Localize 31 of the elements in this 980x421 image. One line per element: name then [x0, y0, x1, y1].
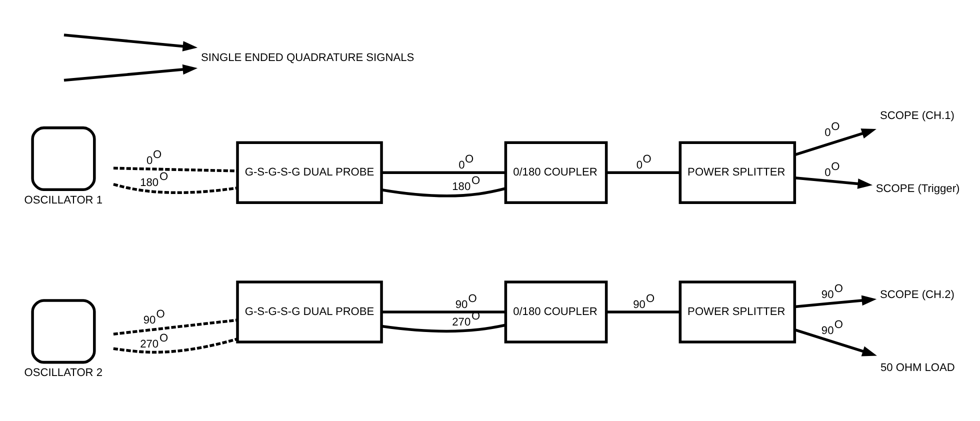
- node-label: OSCILLATOR 2: [24, 367, 103, 380]
- arrow: [794, 328, 877, 356]
- node-text: 50 OHM LOAD: [880, 362, 955, 374]
- node-label: OSCILLATOR 1: [24, 194, 103, 207]
- connector: [382, 187, 506, 198]
- node-text: SCOPE (Trigger): [876, 183, 960, 196]
- connector: [606, 171, 680, 174]
- connector: [113, 166, 238, 172]
- connector: [382, 171, 506, 174]
- arrow: [64, 64, 198, 82]
- node-box: G-S-G-S-G DUAL PROBE: [236, 280, 383, 344]
- connector: [382, 310, 506, 314]
- node-box: POWER SPLITTER: [678, 280, 796, 344]
- connector: [113, 338, 238, 354]
- connector: [606, 310, 680, 314]
- arrow: [794, 128, 876, 156]
- connector: [382, 324, 506, 333]
- arrow: [794, 295, 877, 308]
- node-text: SCOPE (CH.2): [880, 289, 954, 302]
- node-box: [31, 299, 96, 364]
- connector: [113, 318, 238, 336]
- node-box: G-S-G-S-G DUAL PROBE: [236, 141, 383, 204]
- node-text: SINGLE ENDED QUADRATURE SIGNALS: [201, 52, 414, 64]
- node-text: SCOPE (CH.1): [880, 110, 954, 122]
- arrow: [64, 34, 198, 52]
- connector: [113, 182, 238, 194]
- node-box: [31, 126, 96, 192]
- node-box: 0/180 COUPLER: [504, 141, 608, 204]
- arrow: [794, 176, 873, 189]
- node-box: POWER SPLITTER: [678, 141, 796, 204]
- node-box: 0/180 COUPLER: [504, 280, 608, 344]
